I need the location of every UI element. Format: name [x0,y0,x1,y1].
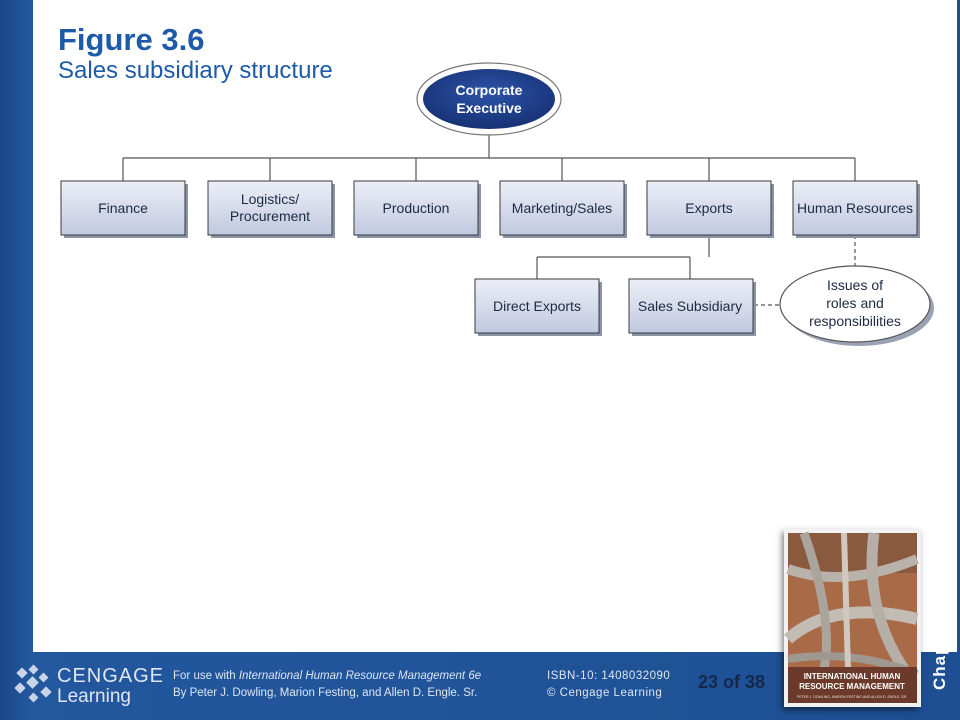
copyright: © Cengage Learning [547,687,663,699]
book-authors: By Peter J. Dowling, Marion Festing, and… [173,687,478,699]
cover-title-line-1: INTERNATIONAL HUMAN [804,672,901,681]
brand-name: CENGAGE [57,665,165,687]
issues-of-roles-node: Issues of roles and responsibilities [779,265,934,346]
root-label-line-1: Corporate [456,82,523,98]
department-marketing-sales: Marketing/Sales [499,180,627,238]
node-label: Sales Subsidiary [638,298,742,314]
dashed-links [754,235,856,306]
department-finance: Finance [60,180,188,238]
book-edition: 6e [465,670,482,682]
corporate-executive-node: Corporate Executive [416,62,562,136]
department-label: Finance [98,200,148,216]
department-label: Human Resources [797,200,913,216]
cover-title-line-2: RESOURCE MANAGEMENT [799,682,905,691]
department-label-line-2: Procurement [230,208,310,224]
isbn: ISBN-10: 1408032090 [547,670,671,682]
issues-label-line-3: responsibilities [809,313,901,329]
direct-exports-node: Direct Exports [474,278,602,336]
connector-lines [122,135,856,279]
issues-label-line-2: roles and [826,295,884,311]
department-human-resources: Human Resources [792,180,920,238]
node-label: Direct Exports [493,298,581,314]
figure-title: Figure 3.6 [58,22,205,57]
figure-subtitle: Sales subsidiary structure [58,57,333,84]
department-label: Marketing/Sales [512,200,612,216]
book-cover-image: INTERNATIONAL HUMAN RESOURCE MANAGEMENT … [784,529,921,707]
brand-subtitle: Learning [57,686,131,707]
root-label-line-2: Executive [456,100,522,116]
cover-authors: PETER J. DOWLING, MARION FESTING AND ALL… [797,695,907,699]
book-title: International Human Resource Management [238,670,466,682]
department-label: Production [383,200,450,216]
department-label: Exports [685,200,732,216]
page-counter: 23 of 38 [698,672,766,692]
cengage-logo-icon [14,664,52,703]
department-production: Production [353,180,481,238]
department-label-line-1: Logistics/ [241,191,299,207]
use-prefix: For use with [173,670,239,682]
department-exports: Exports [646,180,774,238]
footer-book-info: For use with International Human Resourc… [173,668,481,702]
issues-label-line-1: Issues of [827,277,883,293]
chapter-label: Chapter 3 [930,602,949,690]
department-logistics-procurement: Logistics/ Procurement [207,180,335,238]
sales-subsidiary-node: Sales Subsidiary [628,278,756,336]
footer-isbn-block: ISBN-10: 1408032090 © Cengage Learning [547,668,670,702]
